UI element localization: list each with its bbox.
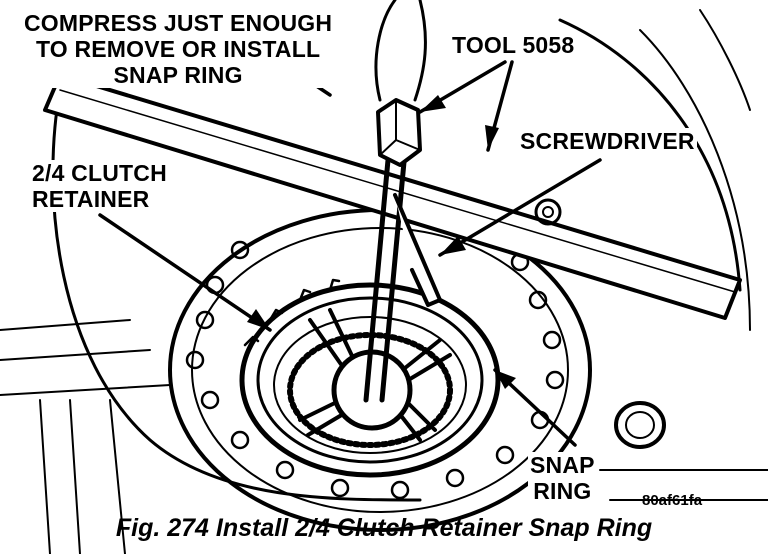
retainer-label: 2/4 CLUTCH RETAINER — [30, 160, 169, 212]
retainer-label-line-2: RETAINER — [32, 186, 150, 212]
tool-nut — [376, 98, 422, 167]
clutch-retainer — [239, 282, 501, 478]
compress-label-line-2: TO REMOVE OR INSTALL — [35, 36, 321, 62]
screwdriver-label: SCREWDRIVER — [518, 128, 697, 154]
figure-caption: Fig. 274 Install 2/4 Clutch Retainer Sna… — [115, 514, 653, 542]
tool-rod — [363, 157, 407, 403]
snap-ring-label-line-2: RING — [533, 478, 592, 504]
retainer-label-line-1: 2/4 CLUTCH — [32, 160, 167, 186]
figure-code: 80af61fa — [642, 492, 703, 509]
snap-ring-label: SNAP RING — [528, 452, 597, 504]
technician-hand — [374, 0, 427, 102]
snap-ring — [256, 296, 484, 464]
tool-label: TOOL 5058 — [450, 32, 577, 58]
bolt-holes — [185, 240, 565, 500]
compressor-hub — [331, 349, 413, 431]
snap-ring-label-line-1: SNAP — [530, 452, 595, 478]
screwdriver — [393, 193, 442, 307]
case-port — [614, 401, 666, 449]
compress-label: COMPRESS JUST ENOUGH TO REMOVE OR INSTAL… — [22, 10, 335, 88]
compress-label-line-3: SNAP RING — [113, 62, 243, 88]
compress-label-line-1: COMPRESS JUST ENOUGH — [24, 10, 333, 36]
